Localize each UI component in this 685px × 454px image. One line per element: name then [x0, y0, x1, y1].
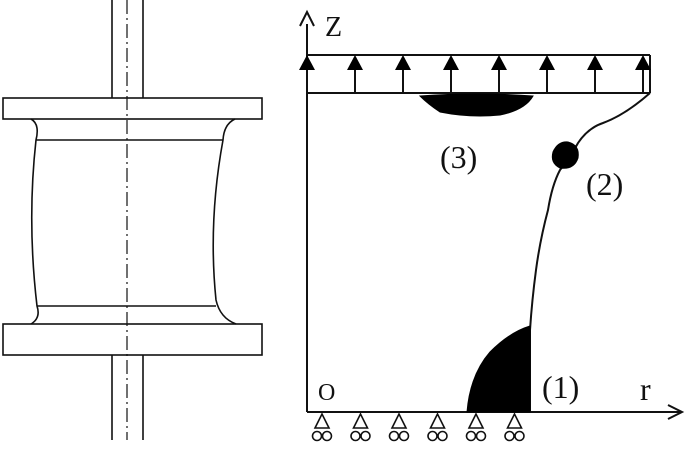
roller-support [350, 412, 371, 442]
roller-support [504, 412, 525, 442]
region-3-shape [418, 93, 534, 117]
model-figure: Z r O (3) (2) (1) [299, 9, 685, 442]
z-axis-label: Z [325, 12, 342, 43]
load-arrow [443, 55, 459, 93]
roller-support [427, 412, 448, 442]
load-arrow [635, 55, 651, 93]
load-arrow [299, 55, 315, 93]
roller-supports [311, 412, 525, 442]
load-arrow [587, 55, 603, 93]
region-2-shape [551, 141, 579, 169]
load-arrow [347, 55, 363, 93]
roller-support [465, 412, 487, 442]
load-arrow [539, 55, 555, 93]
roller-support [388, 412, 410, 442]
load-arrow [395, 55, 411, 93]
region-1-shape [466, 325, 531, 413]
upper-platen [2, 97, 263, 120]
load-arrows [299, 55, 651, 93]
free-surface [529, 92, 651, 412]
origin-label: O [318, 380, 335, 406]
specimen-outline [30, 118, 237, 325]
r-axis-label: r [640, 371, 651, 407]
specimen-figure [2, 0, 263, 440]
load-arrow [491, 55, 507, 93]
r-axis-arrowhead [667, 404, 685, 420]
region-2-label: (2) [586, 166, 623, 202]
roller-support [311, 412, 333, 442]
lower-platen [2, 323, 263, 356]
region-3-label: (3) [440, 139, 477, 175]
region-1-label: (1) [542, 369, 579, 405]
z-axis-arrowhead [299, 9, 315, 27]
